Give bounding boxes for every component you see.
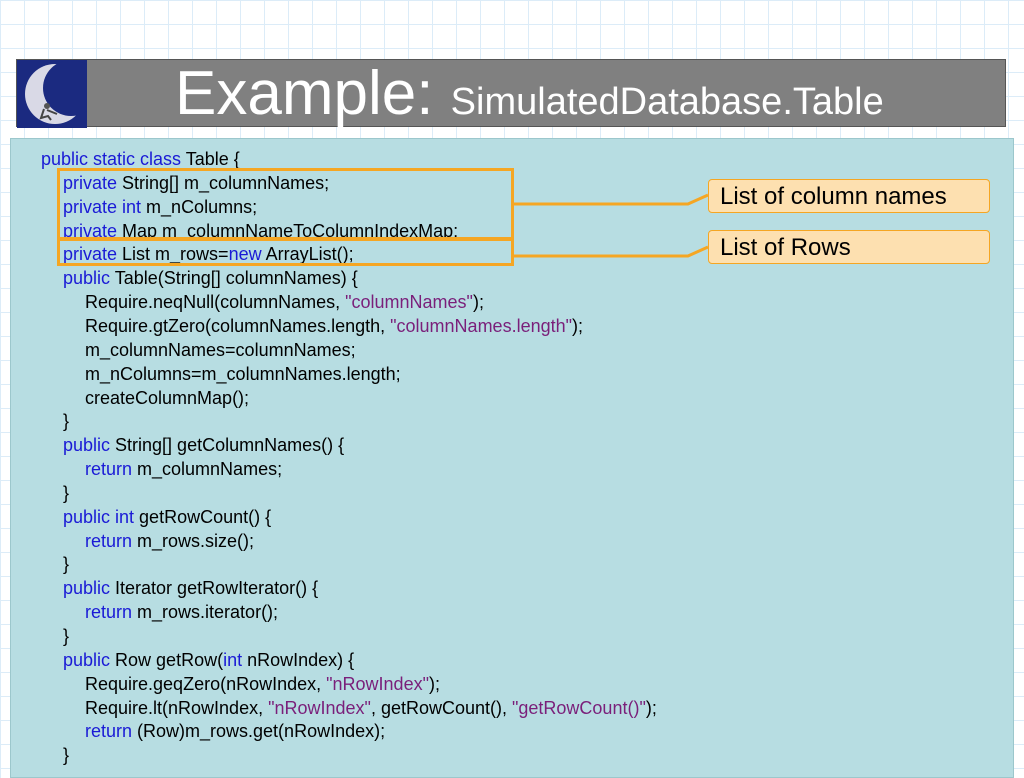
highlight-box-rows [57,238,514,266]
code-keyword: private int [63,196,147,217]
code-text: ); [645,697,657,718]
code-text: m_columnNames; [137,459,283,480]
code-line: return m_columnNames; [85,457,282,481]
code-line: m_columnNames=columnNames; [85,338,356,362]
code-text: List m_rows= [122,244,229,265]
slide-title-main: Example: [175,59,451,128]
code-string: "nRowIndex" [268,697,371,718]
code-string: "columnNames" [345,292,473,313]
code-text: String[] m_columnNames; [122,172,330,193]
code-keyword: public static class [41,149,186,169]
code-text: Row getRow( [115,649,224,670]
code-text: Iterator getRowIterator() { [115,578,319,599]
code-keyword: return [85,721,138,742]
code-text: m_nColumns; [146,196,258,217]
code-text: m_columnNames=columnNames; [85,339,356,360]
code-line: private String[] m_columnNames; [63,171,329,195]
code-string: "getRowCount()" [512,697,646,718]
code-keyword: private [63,172,123,193]
code-line: Require.neqNull(columnNames, "columnName… [85,290,484,314]
code-text: Require.lt(nRowIndex, [85,697,269,718]
code-keyword: public [63,649,116,670]
code-line: public static class Table { [41,147,240,171]
code-text: m_nColumns=m_columnNames.length; [85,363,401,384]
code-text: , getRowCount(), [370,697,512,718]
code-string: "columnNames.length" [390,315,573,336]
code-keyword: int [223,649,248,670]
code-line: return m_rows.size(); [85,529,254,553]
code-text: Table { [185,149,240,169]
code-line: Require.gtZero(columnNames.length, "colu… [85,314,583,338]
code-line: public Table(String[] columnNames) { [63,266,358,290]
code-text: createColumnMap(); [85,387,250,408]
code-text: ); [472,292,484,313]
code-text: String[] getColumnNames() { [115,435,345,456]
moon-logo-svg [17,60,87,128]
code-keyword: private [63,220,123,241]
code-line: private List m_rows=new ArrayList(); [63,242,354,266]
code-text: Map m_columnNameToColumnIndexMap; [122,220,459,241]
code-keyword: public [63,268,115,289]
code-keyword: public [63,578,116,599]
code-text: ); [428,673,440,694]
code-line: public Iterator getRowIterator() { [63,576,318,600]
code-keyword: private [63,244,123,265]
code-line: private int m_nColumns; [63,195,257,219]
code-text: } [63,554,70,575]
code-text: m_rows.size(); [137,530,255,551]
code-line: private Map m_columnNameToColumnIndexMap… [63,219,458,243]
code-line: } [63,481,69,505]
code-line: Require.geqZero(nRowIndex, "nRowIndex"); [85,672,440,696]
code-line: public int getRowCount() { [63,505,271,529]
code-keyword: public [63,435,116,456]
code-text: (Row)m_rows.get(nRowIndex); [137,721,386,742]
code-text: ArrayList(); [265,244,354,265]
code-text: Require.gtZero(columnNames.length, [85,315,391,336]
code-keyword: return [85,530,138,551]
code-line: } [63,743,69,767]
code-line: return m_rows.iterator(); [85,600,278,624]
title-bar: Example: SimulatedDatabase.Table [16,59,1006,128]
code-string: "nRowIndex" [326,673,429,694]
code-keyword: new [228,244,266,265]
code-line: } [63,409,69,433]
code-line: Require.lt(nRowIndex, "nRowIndex", getRo… [85,696,657,720]
code-line: createColumnMap(); [85,386,249,410]
slide-title: Example: SimulatedDatabase.Table [175,62,884,142]
moon-boy-logo-icon [17,60,87,128]
callout-rows: List of Rows [708,230,990,264]
code-line: return (Row)m_rows.get(nRowIndex); [85,719,385,743]
code-text: Table(String[] columnNames) { [114,268,358,289]
code-line: public Row getRow(int nRowIndex) { [63,648,354,672]
code-line: } [63,624,69,648]
code-text: m_rows.iterator(); [137,602,279,623]
code-text: Require.geqZero(nRowIndex, [85,673,327,694]
code-keyword: return [85,602,138,623]
code-text: nRowIndex) { [247,649,355,670]
connector-rows [514,245,709,258]
code-text: Require.neqNull(columnNames, [85,292,346,313]
code-text: } [63,482,70,503]
code-keyword: return [85,459,138,480]
code-line: public String[] getColumnNames() { [63,433,344,457]
connector-column-names [514,193,709,206]
code-line: } [63,552,69,576]
code-text: } [63,745,70,766]
code-keyword: public int [63,506,140,527]
callout-column-names: List of column names [708,179,990,213]
code-text: ); [572,315,584,336]
slide-title-sub: SimulatedDatabase.Table [450,81,884,123]
code-text: getRowCount() { [139,506,272,527]
code-line: m_nColumns=m_columnNames.length; [85,362,401,386]
code-text: } [63,411,70,432]
code-text: } [63,626,70,646]
